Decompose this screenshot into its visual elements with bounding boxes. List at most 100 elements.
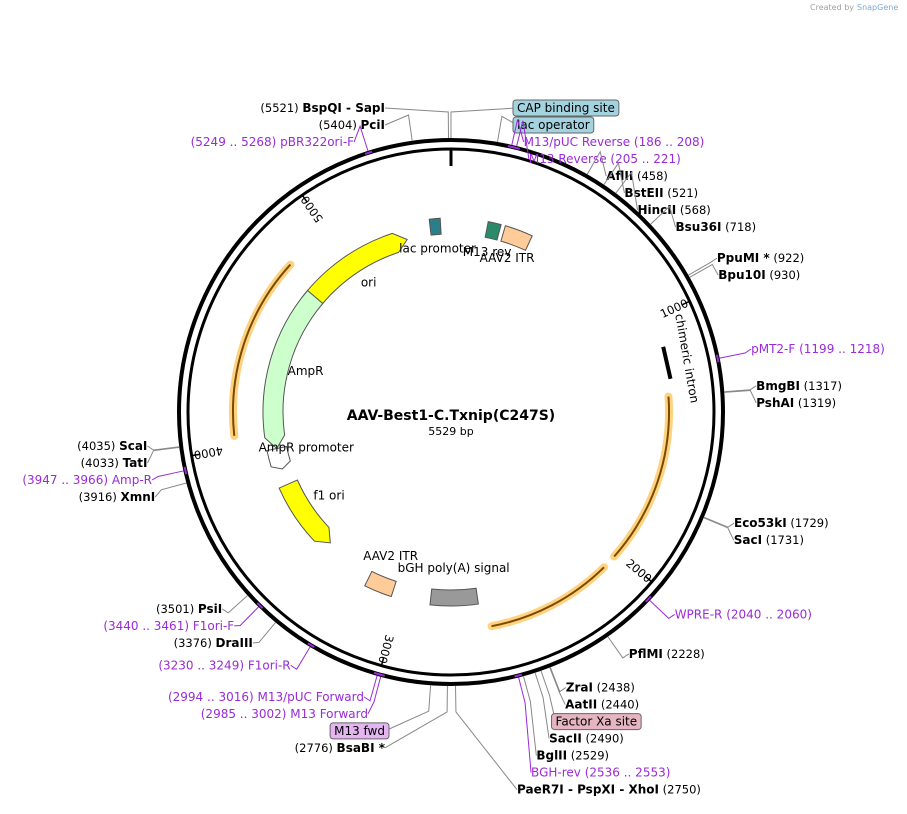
label-text: PpuMI * (922): [717, 251, 804, 265]
label-text: (3916) XmnI: [79, 490, 156, 504]
feature-aav2-itr-right: AAV2 ITR: [480, 225, 534, 265]
feature-label: AmpR promoter: [259, 440, 354, 454]
leader-line: [703, 516, 735, 528]
leader-line: [151, 470, 184, 481]
label-text: Bpu10I (930): [718, 268, 800, 282]
feature-ampr: AmpR: [262, 289, 324, 450]
label-text: (5404) PciI: [319, 118, 385, 132]
primer-site: [183, 466, 188, 475]
label-zrai: ZraI (2438): [549, 667, 635, 695]
feature-shape: [278, 479, 331, 544]
backbone-inner-ring: [186, 147, 716, 677]
label-text: SacI (1731): [734, 533, 804, 547]
feature-label: ori: [361, 276, 377, 290]
tick-label: 5000: [298, 193, 326, 225]
label-text: (3947 .. 3966) Amp-R: [22, 473, 152, 487]
leader-line: [540, 670, 557, 722]
label-text: CAP binding site: [517, 101, 615, 115]
leader-line: [689, 263, 719, 278]
tick-2000: 2000: [623, 556, 654, 586]
leader-line: [549, 667, 567, 693]
feature-shape: [484, 221, 502, 241]
leader-line: [290, 646, 311, 670]
leader-line: [688, 257, 718, 276]
label-pbr322ori-f: (5249 .. 5268) pBR322ori-F: [191, 124, 373, 155]
label-psii: (3501) PsiI: [156, 595, 248, 616]
label-text: HincII (568): [637, 203, 710, 217]
primer-site: [645, 595, 652, 603]
cds-arc-highlight: [487, 563, 608, 631]
label-text: M13/pUC Reverse (186 .. 208): [524, 135, 705, 149]
leader-line: [496, 115, 518, 143]
label-text: BglII (2529): [536, 749, 609, 763]
label-text: Eco53kI (1729): [734, 516, 829, 530]
label-bsu36i: Bsu36I (718): [650, 205, 756, 234]
leader-line: [221, 595, 248, 614]
feature-shape: [500, 225, 533, 252]
feature-shape: [301, 232, 408, 311]
label-text: pMT2-F (1199 .. 1218): [751, 342, 885, 356]
leader-line: [384, 114, 413, 141]
feature-label: f1 ori: [313, 488, 344, 502]
label-box: [551, 713, 642, 731]
label-saci: SacI (1731): [703, 517, 804, 547]
feature-shape: [266, 445, 291, 470]
leader-line: [384, 107, 450, 139]
primer-site: [364, 150, 373, 155]
leader-line: [367, 676, 382, 715]
label-text: (3501) PsiI: [156, 602, 222, 616]
leader-line: [147, 446, 180, 464]
feature-shape: [428, 217, 442, 236]
label-text: AatII (2440): [565, 698, 639, 712]
cds-layer: [228, 260, 674, 631]
label-text: (5521) BspQI - SapI: [260, 101, 385, 115]
label-text: ZraI (2438): [566, 681, 635, 695]
tick-label: 3000: [375, 633, 396, 665]
label-pmt2-f: pMT2-F (1199 .. 1218): [715, 342, 885, 363]
leader-line: [516, 120, 530, 160]
feature-shape: [429, 587, 479, 607]
leader-line: [615, 171, 638, 211]
feature-label: AmpR: [288, 364, 324, 378]
leader-line: [703, 517, 735, 541]
leader-line: [147, 445, 180, 451]
label-text: (3376) DraIII: [174, 636, 253, 650]
tick-mark: [682, 300, 690, 306]
label-aatii: AatII (2440): [549, 667, 639, 712]
label-text: M13 fwd: [334, 724, 385, 738]
feature-label: lac promoter: [399, 242, 476, 256]
leader-line: [650, 205, 676, 228]
cds-arc-line: [613, 396, 671, 558]
label-text: (3230 .. 3249) F1ori-R: [158, 658, 290, 672]
leader-line: [549, 667, 566, 705]
label-text: AflII (458): [606, 169, 668, 183]
label-text: SacII (2490): [549, 732, 624, 746]
feature-shape: [661, 346, 673, 380]
label-m13-forward: (2985 .. 3002) M13 Forward: [201, 672, 386, 721]
feature-shape: [262, 289, 324, 450]
leader-line: [384, 685, 432, 732]
backbone-outer-ring: [177, 138, 725, 686]
label-paer7i: PaeR7I - PspXI - XhoI (2750): [455, 685, 701, 797]
leader-line: [511, 119, 525, 145]
label-text: PflMI (2228): [629, 647, 705, 661]
label-m13-puc-forward: (2994 .. 3016) M13/pUC Forward: [168, 671, 382, 704]
label-f1ori-r: (3230 .. 3249) F1ori-R: [158, 642, 315, 672]
tick-label: 2000: [623, 556, 654, 586]
feature-m13-rev: M13 rev: [463, 221, 511, 259]
leader-line: [234, 606, 259, 627]
primer-site: [512, 146, 521, 150]
label-ppumi: PpuMI * (922): [688, 251, 804, 276]
primer-site: [256, 602, 264, 609]
leader-line: [649, 600, 675, 620]
label-layer: (5521) BspQI - SapI (5404) PciI(5249 .. 5…: [22, 99, 885, 797]
label-pcii: (5404) PciI: [319, 114, 413, 141]
label-text: (4035) ScaI: [77, 439, 147, 453]
leader-line: [384, 685, 448, 749]
label-box: [512, 116, 595, 134]
tick-4000: 4000: [191, 444, 224, 462]
leader-line: [450, 107, 518, 138]
label-draiii: (3376) DraIII: [174, 622, 276, 650]
label-tati: (4033) TatI: [81, 446, 180, 470]
